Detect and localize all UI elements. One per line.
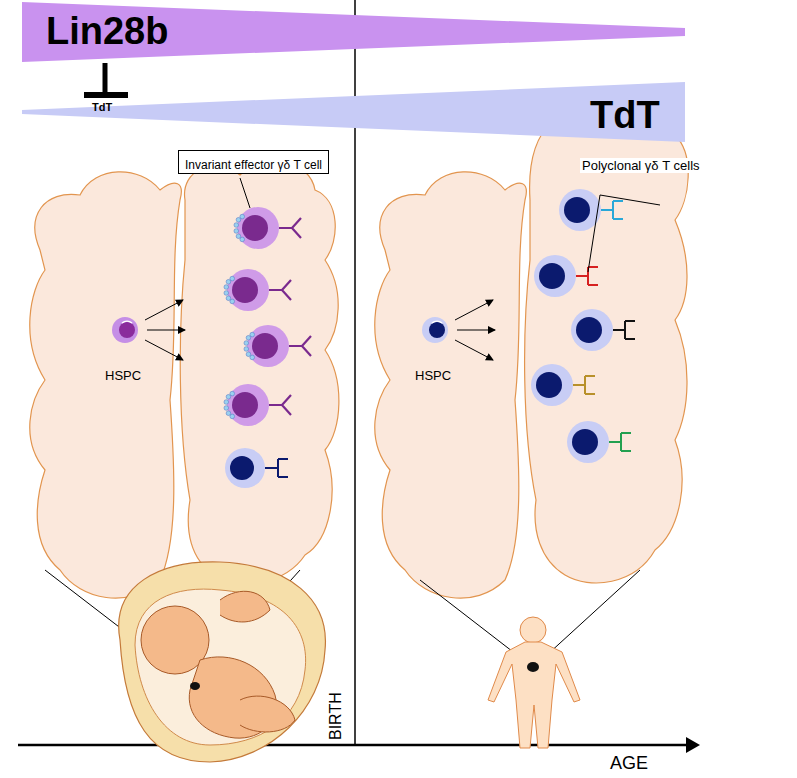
axis-label: AGE xyxy=(610,753,648,774)
inhibited-gene: TdT xyxy=(92,101,112,113)
wedge-shape xyxy=(22,82,685,142)
wedge-fill xyxy=(22,2,685,62)
cell-label: Polyclonal γδ T cells xyxy=(580,158,702,173)
callout-box: Invariant effector γδ T cell xyxy=(178,150,329,174)
wedge-label: TdT xyxy=(590,94,660,137)
wedge-fill xyxy=(22,82,685,142)
callout-text: Invariant effector γδ T cell xyxy=(185,158,322,172)
cell-label: HSPC xyxy=(105,368,141,383)
gradient-wedge: TdT xyxy=(22,82,685,142)
wedge-label: Lin28b xyxy=(46,10,168,53)
cell-label: HSPC xyxy=(415,368,451,383)
axis-marker: BIRTH xyxy=(327,692,345,740)
gradient-wedge: Lin28b xyxy=(22,2,685,62)
